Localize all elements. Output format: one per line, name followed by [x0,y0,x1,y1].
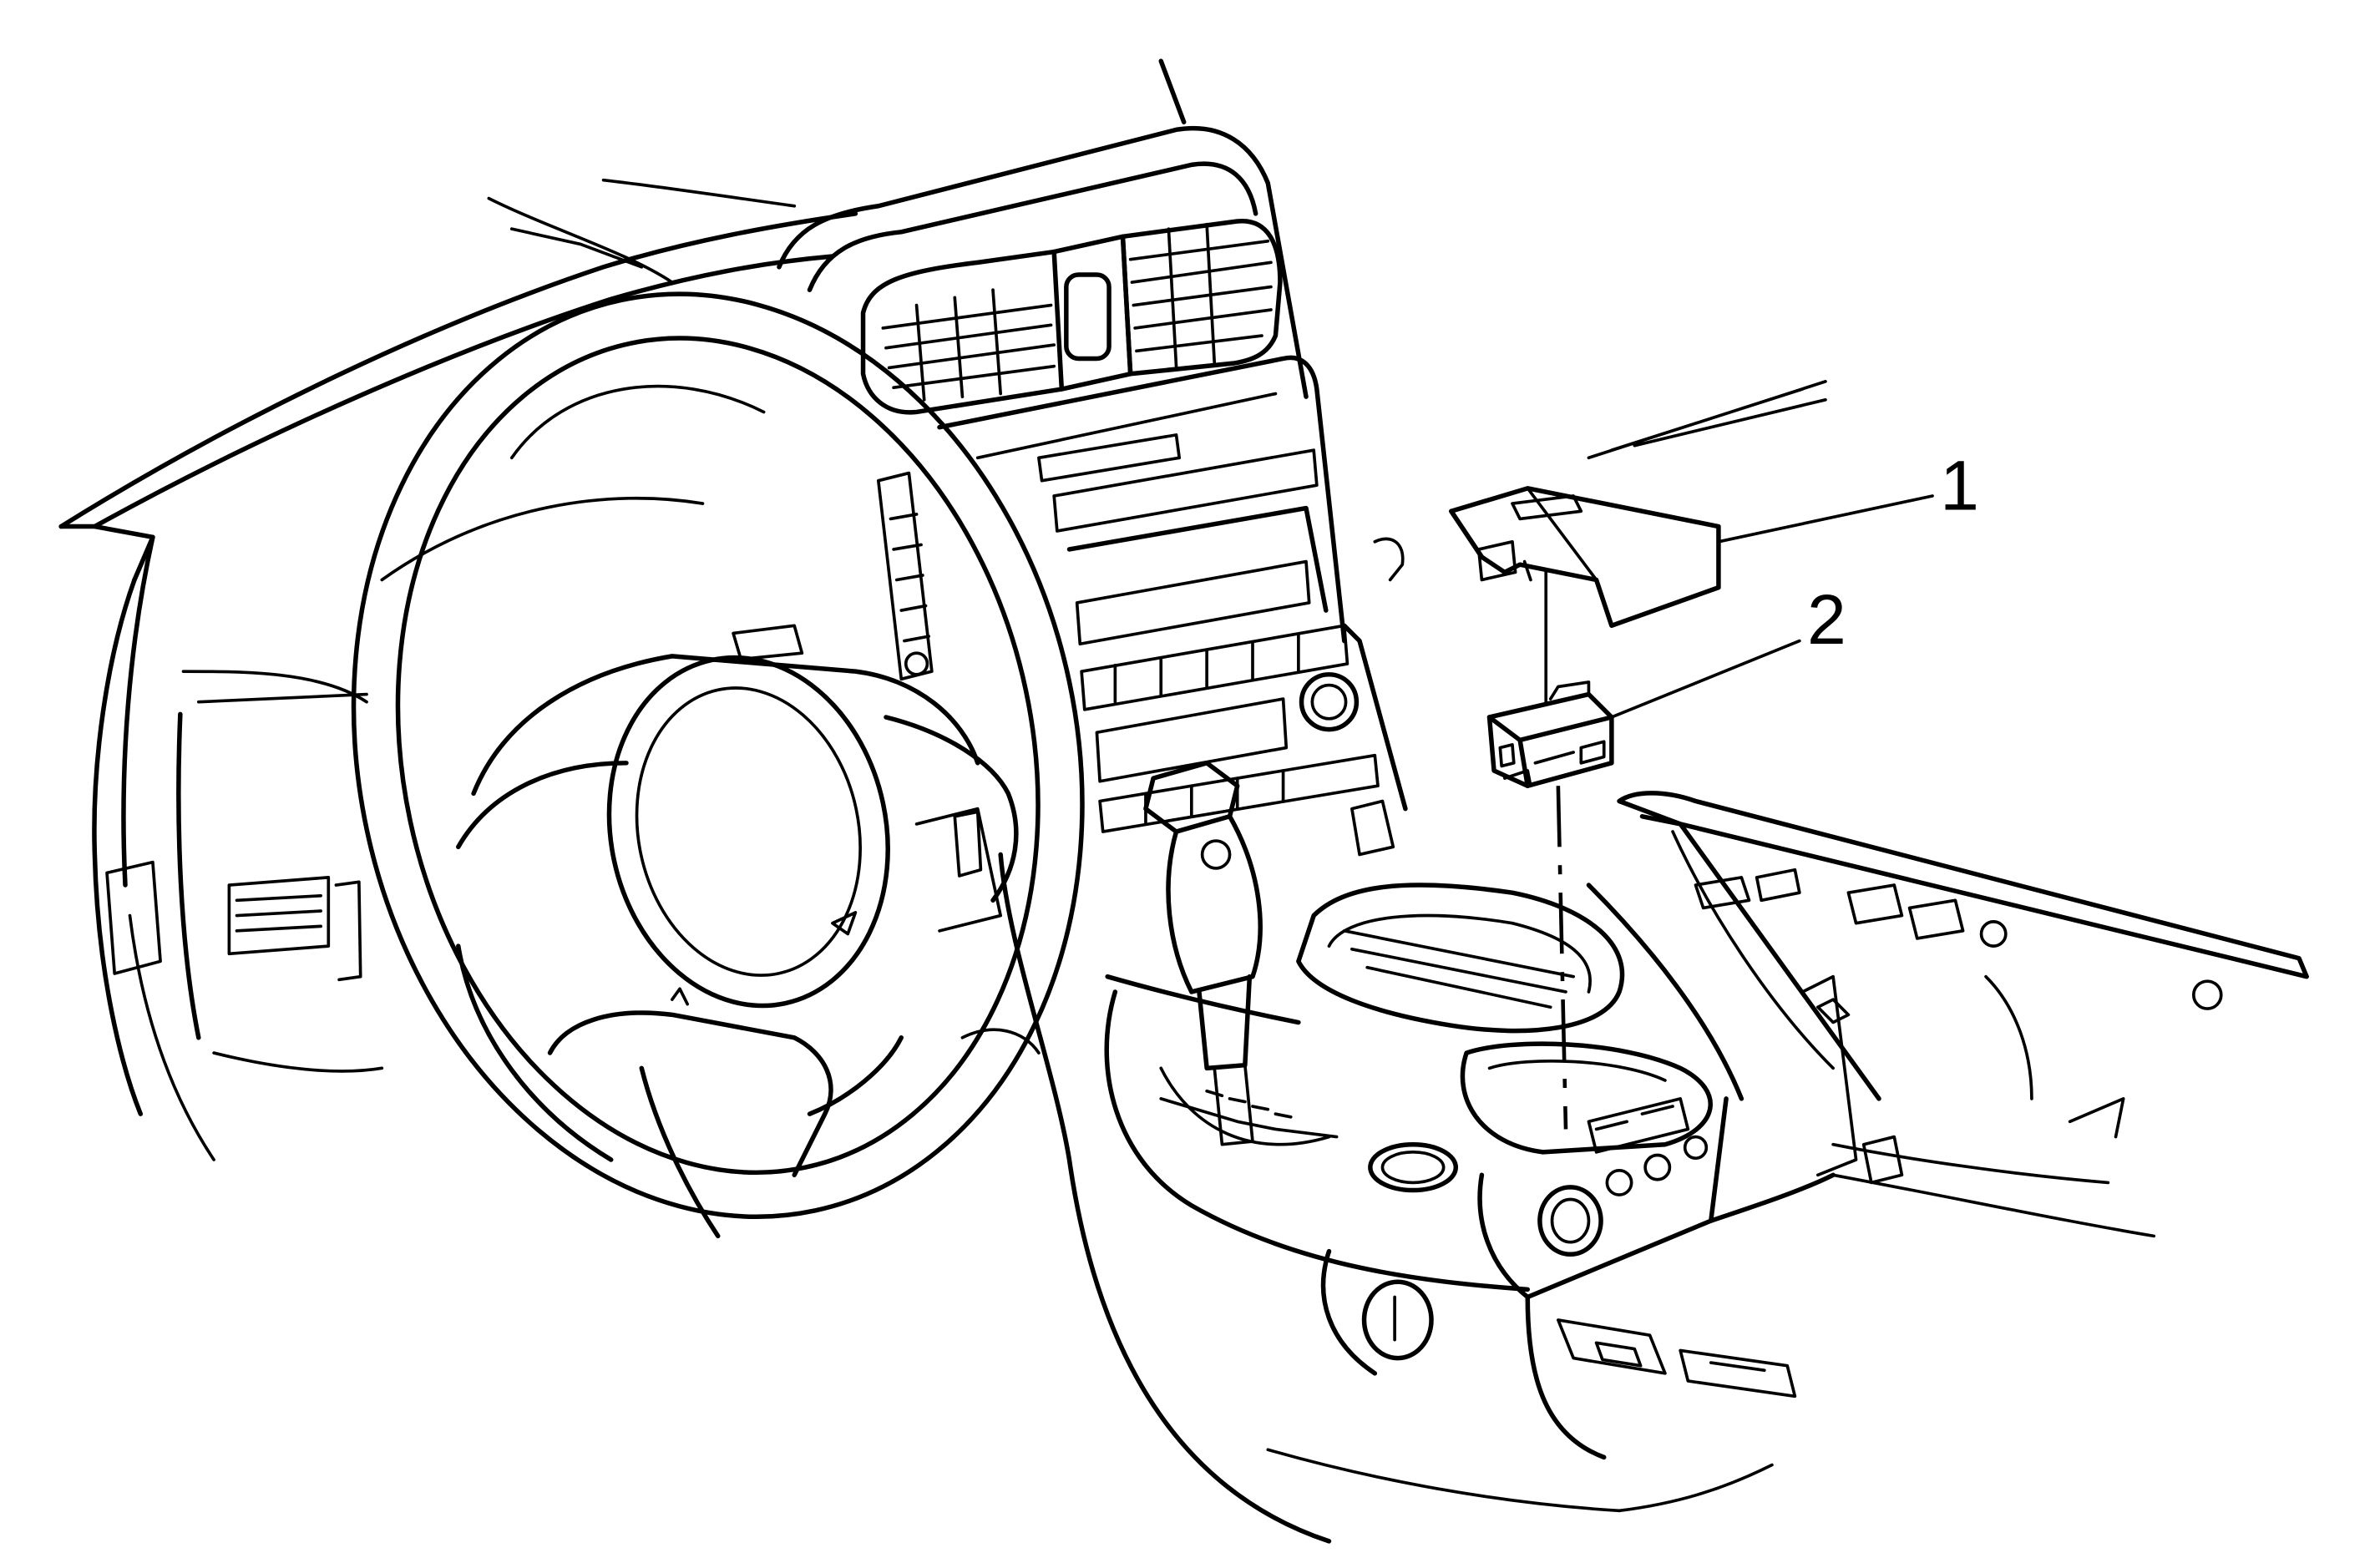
radio-head-unit-icon [1037,433,1408,857]
console-bezel-icon [998,852,2156,1544]
console-lid [1617,791,2309,1101]
leader-line-1 [1717,494,1934,544]
module-cover [1449,486,1721,629]
power-outlet-icon [1537,1135,1709,1257]
callout-1: 1 [1940,446,1979,524]
airbag-cover-icon [606,655,890,1009]
air-vent-icon [860,219,1283,415]
leader-line-2 [1610,639,1801,719]
center-stack [777,58,1827,857]
dashboard-outline [58,178,858,1161]
cup-holder-icon [1368,1141,1459,1193]
callout-2: 2 [1807,580,1846,659]
alignment-line-module [1556,786,1568,1130]
steering-wheel-icon [351,291,1085,1239]
module-icon [1486,680,1614,788]
shift-lever-icon [1143,761,1339,1146]
